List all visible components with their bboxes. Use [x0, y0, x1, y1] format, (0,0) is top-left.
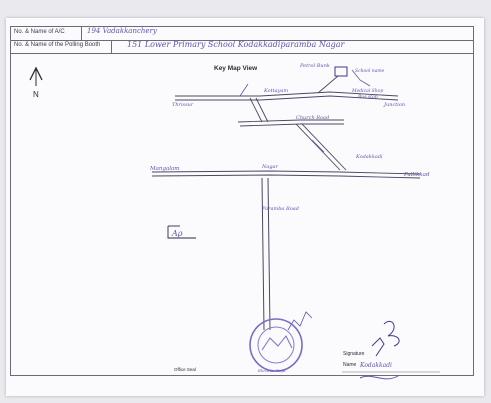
school-name-label: School name	[355, 68, 385, 74]
middle-road	[237, 97, 344, 127]
polling-station-marker	[167, 225, 196, 239]
north-label: N	[33, 90, 39, 99]
map-frame: No. & Name of A/C 194 Vadakkanchery No. …	[10, 26, 474, 376]
center-road-label: Nagar	[261, 164, 279, 170]
shop-label: Medical Shop	[351, 88, 383, 94]
ac-label: No. & Name of A/C	[14, 29, 65, 35]
stamp-text: Election Dept	[257, 368, 286, 373]
left-road-label: Mangalam	[149, 166, 180, 172]
ac-row: No. & Name of A/C 194 Vadakkanchery	[11, 27, 473, 41]
ac-divider	[81, 27, 82, 40]
vertical-road	[261, 177, 271, 331]
road-label-right: Junction	[383, 102, 405, 108]
signature-label: Signature	[343, 351, 365, 357]
map-title: Key Map View	[214, 65, 258, 72]
north-arrow-icon	[29, 66, 43, 86]
signature-scribble	[371, 320, 400, 357]
road-scribble	[287, 311, 313, 331]
booth-divider	[111, 40, 112, 53]
bus-stop-label: Bus stop	[357, 94, 378, 100]
ac-value: 194 Vadakkanchery	[87, 27, 157, 35]
booth-label: No. & Name of the Polling Booth	[14, 42, 101, 48]
right-upper-label: Kodakkadi	[355, 154, 383, 160]
document-sheet	[6, 18, 484, 396]
main-road	[151, 170, 421, 179]
right-end-label: Pallikkad	[403, 172, 430, 178]
church-road-label: Church Road	[296, 115, 329, 121]
booth-value: 151 Lower Primary School Kodakkadiparamb…	[127, 40, 345, 49]
top-road	[175, 91, 399, 101]
name-value: Kodakkadi	[359, 362, 392, 369]
road-label-top-middle: Kottayam	[263, 88, 288, 94]
initials-scribble	[359, 375, 399, 380]
branch-to-petrol	[317, 75, 339, 94]
petrol-label: Petrol Bunk	[299, 63, 330, 69]
booth-row: No. & Name of the Polling Booth 151 Lowe…	[11, 40, 473, 54]
office-stamp	[249, 318, 303, 372]
diagonal-road	[295, 123, 347, 171]
building-icon	[334, 66, 348, 77]
name-label: Name	[343, 362, 357, 368]
ps-label: Aρ	[171, 229, 183, 238]
branch-top-left	[239, 83, 249, 97]
hatch-mark	[311, 139, 325, 153]
lower-road-label: Paramba Road	[261, 206, 299, 212]
footer-left: Office Seal	[174, 367, 196, 372]
pointer-line	[351, 69, 371, 87]
road-label-top-left: Thrissur	[172, 102, 194, 108]
